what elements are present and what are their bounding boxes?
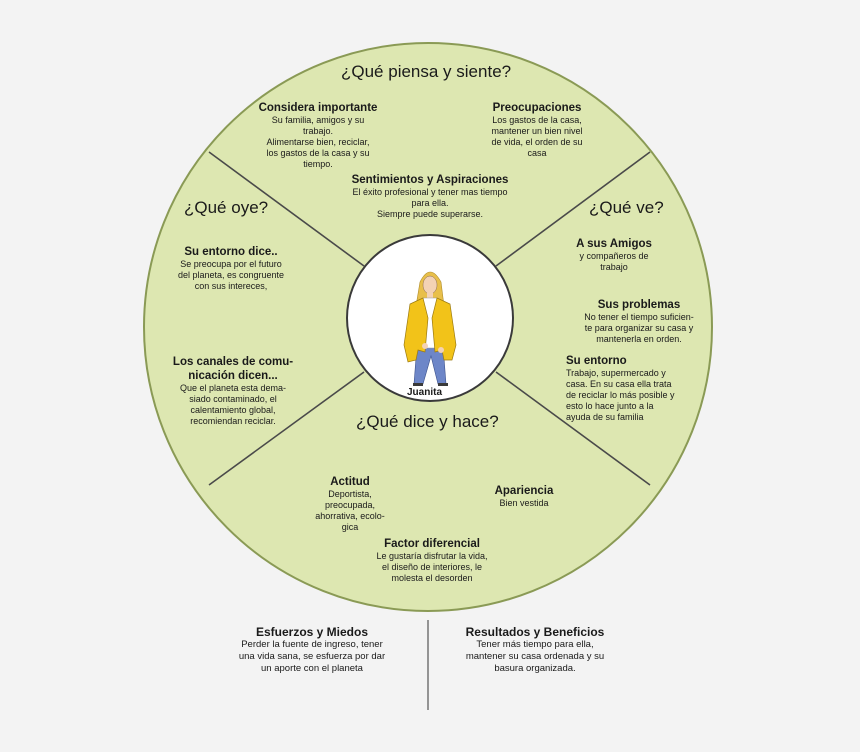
efforts-block: Esfuerzos y Miedos Perder la fuente de i… bbox=[232, 625, 392, 675]
problems-title: Sus problemas bbox=[597, 299, 681, 311]
appearance-block: Apariencia Bien vestida bbox=[476, 484, 572, 509]
friends-block: A sus Amigos y compañeros de trabajo bbox=[558, 237, 670, 273]
important-body: Su familia, amigos y su trabajo. Aliment… bbox=[266, 115, 370, 169]
concerns-body: Los gastos de la casa, mantener un bien … bbox=[491, 115, 583, 158]
hears-env-block: Su entorno dice.. Se preocupa por el fut… bbox=[168, 245, 294, 292]
results-block: Resultados y Beneficios Tener más tiempo… bbox=[458, 625, 612, 675]
sees-env-block: Su entorno Trabajo, supermercado y casa.… bbox=[566, 354, 696, 423]
results-body: Tener más tiempo para ella, mantener su … bbox=[465, 639, 605, 674]
question-sees: ¿Qué ve? bbox=[589, 198, 664, 217]
important-block: Considera importante Su familia, amigos … bbox=[248, 101, 388, 170]
persona-illustration bbox=[403, 271, 457, 386]
problems-block: Sus problemas No tener el tiempo suficie… bbox=[572, 298, 706, 345]
factor-body: Le gustaría disfrutar la vida, el diseño… bbox=[376, 551, 488, 583]
channels-block: Los canales de comu- nicación dicen... Q… bbox=[162, 355, 304, 427]
question-hears: ¿Qué oye? bbox=[184, 198, 269, 217]
efforts-body: Perder la fuente de ingreso, tener una v… bbox=[238, 639, 386, 674]
channels-title: Los canales de comu- nicación dicen... bbox=[172, 356, 294, 382]
hears-env-title: Su entorno dice.. bbox=[184, 246, 278, 258]
appearance-title: Apariencia bbox=[494, 485, 554, 497]
sees-env-body: Trabajo, supermercado y casa. En su casa… bbox=[566, 368, 675, 422]
question-thinks: ¿Qué piensa y siente? bbox=[341, 62, 512, 81]
divider-top-left bbox=[208, 151, 365, 267]
attitude-body: Deportista, preocupada, ahorrativa, ecol… bbox=[315, 489, 385, 532]
sees-env-title: Su entorno bbox=[566, 355, 627, 367]
divider-bottom-left bbox=[208, 371, 365, 486]
friends-body: y compañeros de trabajo bbox=[579, 251, 649, 272]
factor-title: Factor diferencial bbox=[384, 538, 480, 550]
attitude-title: Actitud bbox=[330, 476, 370, 488]
question-says: ¿Qué dice y hace? bbox=[356, 412, 499, 431]
persona-name: Juanita bbox=[407, 387, 443, 398]
feelings-block: Sentimientos y Aspiraciones El éxito pro… bbox=[335, 173, 525, 220]
channels-body: Que el planeta esta dema- siado contamin… bbox=[179, 383, 287, 426]
factor-block: Factor diferencial Le gustaría disfrutar… bbox=[362, 537, 502, 584]
attitude-block: Actitud Deportista, preocupada, ahorrati… bbox=[300, 475, 400, 533]
problems-body: No tener el tiempo suficien- te para org… bbox=[584, 312, 694, 344]
feelings-body: El éxito profesional y tener mas tiempo … bbox=[352, 187, 508, 219]
feelings-title: Sentimientos y Aspiraciones bbox=[351, 174, 509, 186]
concerns-title: Preocupaciones bbox=[492, 102, 582, 114]
concerns-block: Preocupaciones Los gastos de la casa, ma… bbox=[475, 101, 599, 159]
divider-top-right bbox=[495, 151, 651, 267]
important-title: Considera importante bbox=[258, 102, 378, 114]
hears-env-body: Se preocupa por el futuro del planeta, e… bbox=[177, 259, 285, 291]
friends-title: A sus Amigos bbox=[576, 238, 652, 250]
efforts-title: Esfuerzos y Miedos bbox=[255, 625, 369, 639]
divider-bottom-right bbox=[495, 371, 651, 486]
results-title: Resultados y Beneficios bbox=[465, 625, 605, 639]
appearance-body: Bien vestida bbox=[499, 498, 549, 508]
